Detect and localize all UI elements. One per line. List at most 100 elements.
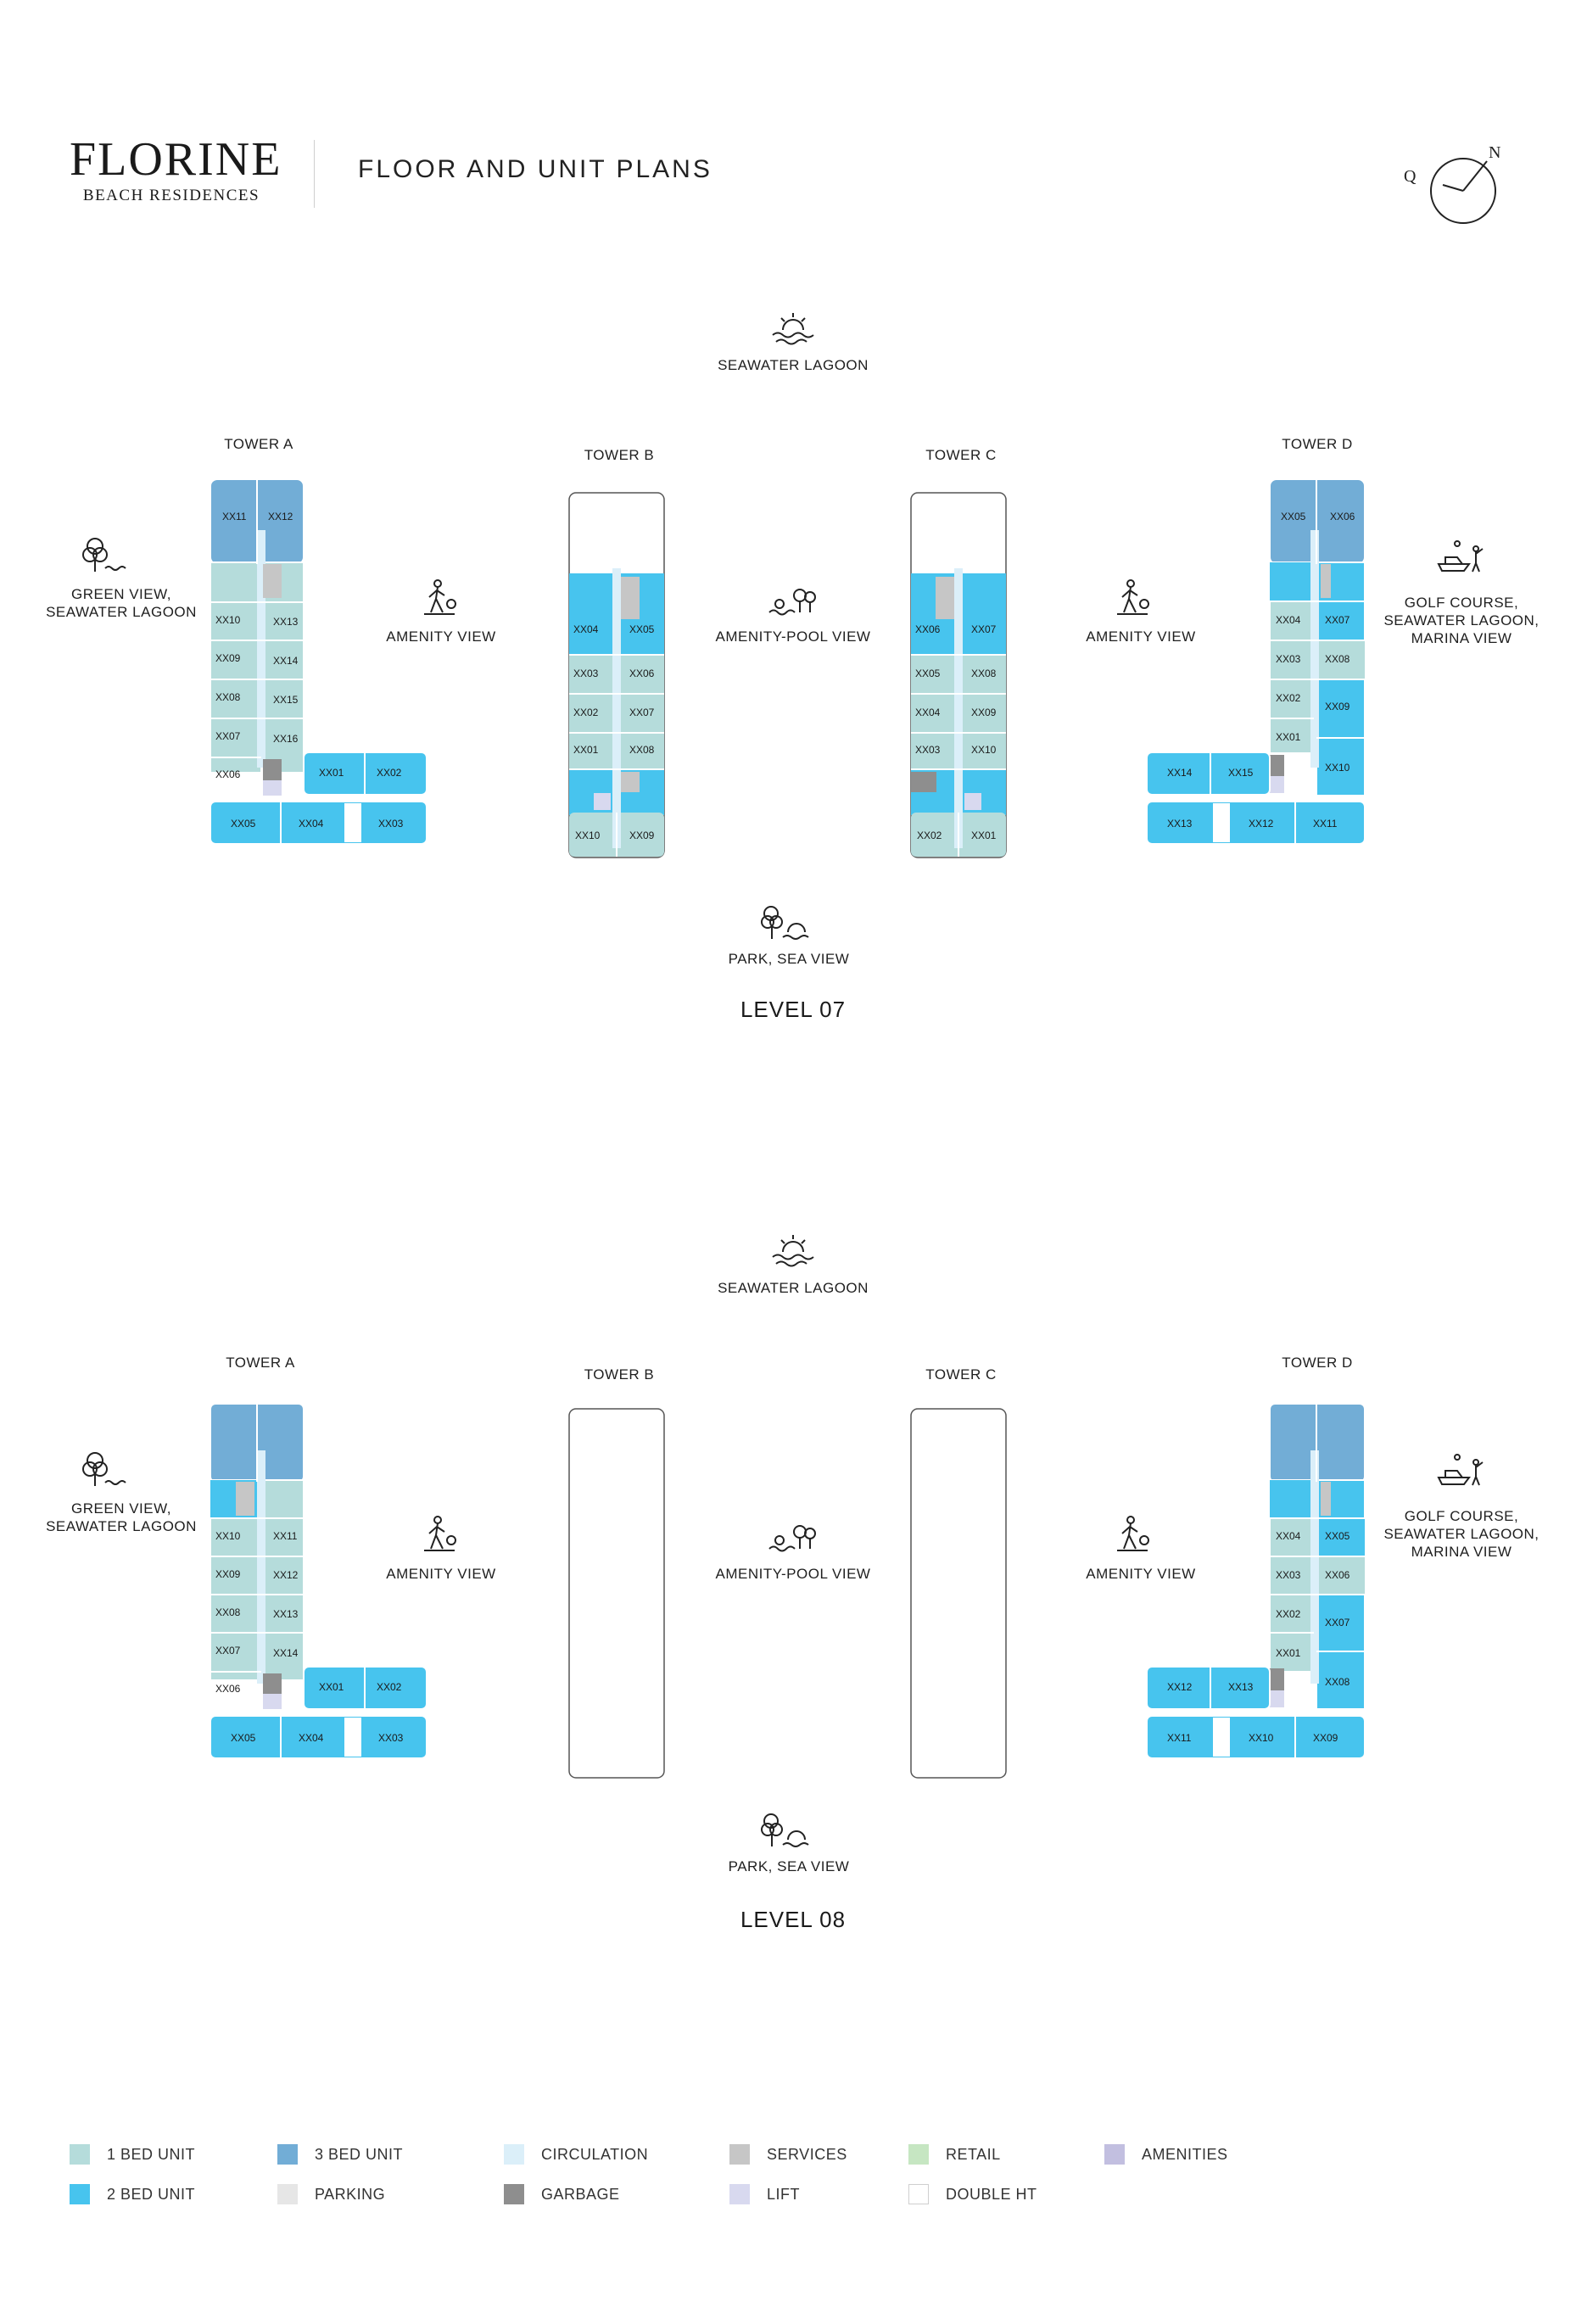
tower-d-label: TOWER D xyxy=(1282,1355,1353,1371)
tower-d-two-bed xyxy=(1270,562,1314,601)
person-walking-icon xyxy=(1117,1516,1149,1551)
lagoon-sun-icon xyxy=(772,313,814,345)
unit-label: XX03 xyxy=(1276,1569,1301,1581)
unit-label: XX14 xyxy=(1167,767,1193,779)
tower-a-lift xyxy=(263,1694,282,1709)
unit-label: XX05 xyxy=(231,1732,256,1744)
tower-a-double-ht xyxy=(344,803,361,842)
person-walking-icon xyxy=(1117,579,1149,615)
golf-course-view-label: GOLF COURSE, SEAWATER LAGOON, MARINA VIE… xyxy=(1364,1507,1559,1561)
unit-label: XX01 xyxy=(1276,731,1301,743)
green-view-line2: SEAWATER LAGOON xyxy=(46,604,197,620)
boat-golfer-icon xyxy=(1437,1454,1484,1486)
unit-label: XX09 xyxy=(971,707,997,718)
legend-swatch xyxy=(277,2184,298,2204)
park-sea-icon xyxy=(761,906,809,940)
legend-item-retail: RETAIL xyxy=(908,2144,1001,2165)
unit-label: XX12 xyxy=(1167,1681,1193,1693)
unit-label: XX08 xyxy=(629,744,655,756)
golf-line2: SEAWATER LAGOON, xyxy=(1383,612,1540,628)
tower-c-garbage xyxy=(911,772,936,792)
amenity-view-label-right: AMENITY VIEW xyxy=(1086,628,1196,645)
legend-label: CIRCULATION xyxy=(541,2145,649,2163)
tower-c-lift xyxy=(964,793,981,810)
tower-b-double-ht xyxy=(568,1408,665,1779)
unit-label: XX11 xyxy=(1167,1732,1192,1744)
tower-b-label: TOWER B xyxy=(584,447,655,463)
brand-subtitle: BEACH RESIDENCES xyxy=(82,187,260,204)
tower-d-corridor xyxy=(1310,1450,1319,1684)
person-walking-icon xyxy=(424,579,456,615)
boat-golfer-icon xyxy=(1437,540,1484,573)
tower-c-one-bed-right xyxy=(961,655,1006,769)
tower-a-plan-l07: XX11 XX12 XX10 XX09 XX08 XX07 XX06 XX13 … xyxy=(210,478,427,845)
unit-label: XX11 xyxy=(1313,818,1338,830)
amenity-pool-view-label: AMENITY-POOL VIEW xyxy=(715,1566,871,1582)
amenity-view-label-left: AMENITY VIEW xyxy=(386,628,496,645)
unit-label: XX04 xyxy=(299,818,324,830)
unit-label: XX06 xyxy=(915,623,941,635)
unit-label: XX11 xyxy=(273,1530,298,1542)
legend-swatch xyxy=(729,2144,750,2165)
unit-label: XX01 xyxy=(319,1681,344,1693)
legend-swatch xyxy=(504,2144,524,2165)
park-sea-icon xyxy=(761,1813,809,1847)
tower-d-bottom-row xyxy=(1146,1715,1366,1759)
unit-label: XX06 xyxy=(1330,511,1355,522)
unit-label: XX07 xyxy=(629,707,655,718)
unit-label: XX09 xyxy=(1325,701,1350,712)
unit-label: XX05 xyxy=(1325,1530,1350,1542)
tower-a-left-column xyxy=(210,561,262,774)
level-08-label: LEVEL 08 xyxy=(740,1907,847,1932)
tower-d-one-bed xyxy=(1316,1556,1365,1595)
tower-c-plan-l07: XX06 XX05 XX04 XX03 XX07 XX08 XX09 XX10 … xyxy=(910,492,1007,858)
unit-label: XX07 xyxy=(215,1645,241,1656)
unit-label: XX08 xyxy=(971,668,997,679)
park-sea-view-label: PARK, SEA VIEW xyxy=(728,951,850,967)
unit-label: XX02 xyxy=(377,1681,402,1693)
unit-label: XX04 xyxy=(299,1732,324,1744)
tower-d-two-bed xyxy=(1316,1518,1365,1556)
tower-d-services xyxy=(1321,564,1331,598)
legend-label: AMENITIES xyxy=(1142,2145,1228,2163)
tower-d-plan-l08: XX04 XX03 XX02 XX01 XX05 XX06 XX07 XX08 … xyxy=(1146,1403,1366,1759)
unit-label: XX03 xyxy=(915,744,941,756)
unit-label: XX04 xyxy=(1276,1530,1301,1542)
unit-label: XX09 xyxy=(629,830,655,841)
green-view-label: GREEN VIEW, SEAWATER LAGOON xyxy=(32,1500,210,1535)
legend-swatch xyxy=(504,2184,524,2204)
brand-name: FLORINE xyxy=(70,133,282,186)
legend-label: 1 BED UNIT xyxy=(107,2145,196,2163)
unit-label: XX01 xyxy=(1276,1647,1301,1659)
compass-icon: Q N xyxy=(1404,144,1500,224)
unit-label: XX03 xyxy=(1276,653,1301,665)
legend-item-garbage: GARBAGE xyxy=(504,2184,620,2204)
tree-wave-icon xyxy=(82,1452,126,1486)
tower-a-corridor xyxy=(257,530,265,768)
unit-label: XX10 xyxy=(1249,1732,1274,1744)
tower-d-double-ht xyxy=(1213,803,1230,842)
tower-b-services-2 xyxy=(621,772,640,792)
unit-label: XX12 xyxy=(268,511,293,522)
tower-d-one-bed xyxy=(1316,640,1365,679)
tower-d-bottom-row xyxy=(1146,801,1366,845)
legend-item-1-bed: 1 BED UNIT xyxy=(70,2144,195,2165)
unit-label: XX04 xyxy=(573,623,599,635)
golf-line3: MARINA VIEW xyxy=(1411,1544,1512,1560)
unit-label: XX10 xyxy=(1325,762,1350,774)
tower-b-services xyxy=(621,577,640,619)
legend-item-parking: PARKING xyxy=(277,2184,385,2204)
tower-a-services xyxy=(236,1482,254,1516)
tower-b-plan-l08 xyxy=(568,1408,665,1779)
tower-a-bottom-row xyxy=(210,1715,427,1759)
person-walking-icon xyxy=(424,1516,456,1551)
legend-label: DOUBLE HT xyxy=(946,2185,1037,2203)
unit-label: XX06 xyxy=(215,1683,241,1695)
unit-label: XX13 xyxy=(273,1608,299,1620)
unit-label: XX07 xyxy=(971,623,997,635)
tower-b-plan-l07: XX04 XX03 XX02 XX01 XX05 XX06 XX07 XX08 … xyxy=(568,492,665,858)
amenity-pool-view-label: AMENITY-POOL VIEW xyxy=(715,628,871,645)
level-07-label: LEVEL 07 xyxy=(740,997,847,1022)
legend-swatch xyxy=(70,2184,90,2204)
tower-d-wing-top xyxy=(1146,751,1271,796)
